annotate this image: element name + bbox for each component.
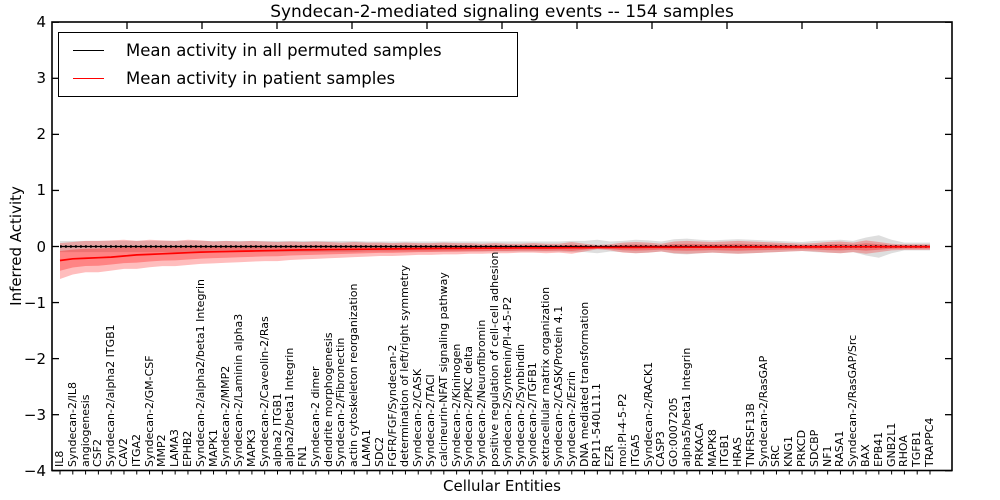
x-tick-label: Syndecan-2/RACK1 [641, 361, 655, 467]
x-tick-label: FN1 [296, 445, 310, 467]
x-tick-label: Syndecan-2/CASK/Protein 4.1 [551, 305, 565, 467]
y-tick-label: 1 [36, 181, 46, 200]
x-tick-label: Syndecan-2/alpha2/beta1 Integrin [193, 279, 207, 467]
x-tick-label: MAPK8 [705, 429, 719, 467]
patient-line-swatch [73, 77, 104, 79]
x-tick-label: CSF2 [91, 439, 105, 467]
x-tick-label: Syndecan-2/Laminin alpha3 [232, 313, 246, 467]
x-tick-label: DNA mediated transformation [577, 301, 591, 467]
x-tick-label: NF1 [820, 445, 834, 467]
x-tick-label: TNFRSF13B [743, 403, 757, 467]
x-tick-label: calcineurin-NFAT signaling pathway [436, 272, 450, 467]
x-tick-label: ITGA2 [129, 433, 143, 467]
x-tick-label: Syndecan-2/Caveolin-2/Ras [257, 316, 271, 467]
x-tick-label: Syndecan-2/GM-CSF [142, 355, 156, 467]
permuted-line-swatch [73, 50, 104, 52]
x-tick-label: EPHB2 [180, 430, 194, 467]
x-tick-label: Syndecan-2/alpha2 ITGB1 [104, 324, 118, 467]
x-tick-label: TRAPPC4 [923, 417, 936, 467]
x-tick-label: Syndecan-2/Syntenin/PI-4-5-P2 [500, 296, 514, 467]
x-tick-label: IL8 [53, 450, 66, 467]
x-axis-label: Cellular Entities [443, 477, 561, 495]
x-tick-label: RP11-540L11.1 [590, 383, 604, 467]
x-tick-label: LAMA1 [360, 429, 374, 467]
y-tick-label: 3 [36, 69, 46, 88]
x-tick-label: ITGB1 [718, 433, 732, 467]
legend-label: Mean activity in all permuted samples [126, 41, 442, 61]
x-tick-label: ITGA5 [628, 433, 642, 467]
legend-entry-patient: Mean activity in patient samples [59, 69, 517, 88]
y-tick-label: 0 [36, 237, 46, 256]
x-tick-label: RHOA [897, 435, 911, 467]
x-tick-label: Syndecan-2 dimer [308, 366, 322, 467]
x-tick-label: determination of left/right symmetry [398, 265, 412, 467]
x-tick-label: angiogenesis [78, 394, 92, 468]
x-tick-label: Syndecan-2/Ezrin [564, 371, 578, 467]
x-tick-label: Syndecan-2/Kininogen [449, 343, 463, 467]
x-tick-label: alpha2/beta1 Integrin [283, 347, 297, 467]
y-tick-label: −4 [23, 461, 46, 480]
x-tick-label: LAMA3 [168, 429, 182, 467]
x-tick-label: GNB2L1 [884, 422, 898, 467]
x-tick-label: MMP2 [155, 434, 169, 467]
x-tick-label: MAPK1 [206, 429, 220, 467]
y-tick-label: −1 [23, 293, 46, 312]
x-tick-label: HRAS [731, 437, 745, 467]
x-tick-label: FGFR/FGF/Syndecan-2 [385, 344, 399, 467]
y-tick-label: −2 [23, 349, 46, 368]
x-tick-label: PRKCD [795, 429, 809, 467]
x-tick-label: CAV2 [116, 437, 130, 467]
x-tick-label: SDC2 [372, 436, 386, 467]
x-tick-label: CASP3 [654, 431, 668, 467]
x-tick-label: PRKACA [692, 423, 706, 467]
legend: Mean activity in all permuted samples Me… [58, 32, 518, 97]
y-tick-label: −3 [23, 405, 46, 424]
x-tick-label: Syndecan-2/IL8 [65, 381, 79, 467]
x-tick-label: Syndecan-2/TGFB1 [526, 362, 540, 467]
legend-label: Mean activity in patient samples [126, 68, 396, 88]
x-tick-label: mol:PI-4-5-P2 [615, 393, 629, 467]
x-tick-label: Syndecan-2/CASK [411, 368, 425, 467]
x-tick-label: KNG1 [782, 436, 796, 467]
x-tick-label: alpha5/beta1 Integrin [679, 347, 693, 467]
x-tick-label: SRC [769, 445, 783, 467]
x-tick-label: actin cytoskeleton reorganization [347, 283, 361, 467]
x-tick-label: SDCBP [807, 429, 821, 467]
x-tick-label: Syndecan-2/RasGAP/Src [846, 334, 860, 467]
y-tick-label: 4 [36, 13, 46, 32]
x-tick-label: MAPK3 [244, 429, 258, 467]
x-tick-label: GO:0007205 [667, 397, 681, 467]
x-tick-label: Syndecan-2/PKC delta [462, 346, 476, 467]
x-tick-label: Syndecan-2/Fibronectin [334, 337, 348, 467]
x-tick-label: Syndecan-2/Synbindin [513, 343, 527, 467]
chart-title: Syndecan-2-mediated signaling events -- … [270, 2, 734, 22]
x-tick-label: positive regulation of cell-cell adhesio… [488, 251, 501, 467]
x-tick-label: Syndecan-2/TACI [424, 374, 438, 467]
x-tick-label: Syndecan-2/MMP2 [219, 365, 233, 467]
x-tick-label: BAX [859, 444, 873, 467]
x-tick-label: TGFB1 [910, 430, 924, 467]
patient-mean-line [59, 245, 930, 262]
x-tick-label: RASA1 [833, 430, 847, 467]
x-tick-label: EPB41 [871, 431, 885, 467]
legend-entry-permuted: Mean activity in all permuted samples [59, 41, 517, 60]
x-tick-label: dendrite morphogenesis [321, 332, 335, 467]
x-tick-label: alpha2 ITGB1 [270, 392, 284, 467]
x-tick-label: EZR [603, 444, 617, 467]
x-tick-label: Syndecan-2/Neurofibromin [475, 319, 489, 467]
x-tick-label: extracellular matrix organization [539, 286, 553, 467]
x-tick-label: Syndecan-2/RasGAP [756, 355, 770, 467]
y-tick-label: 2 [36, 125, 46, 144]
